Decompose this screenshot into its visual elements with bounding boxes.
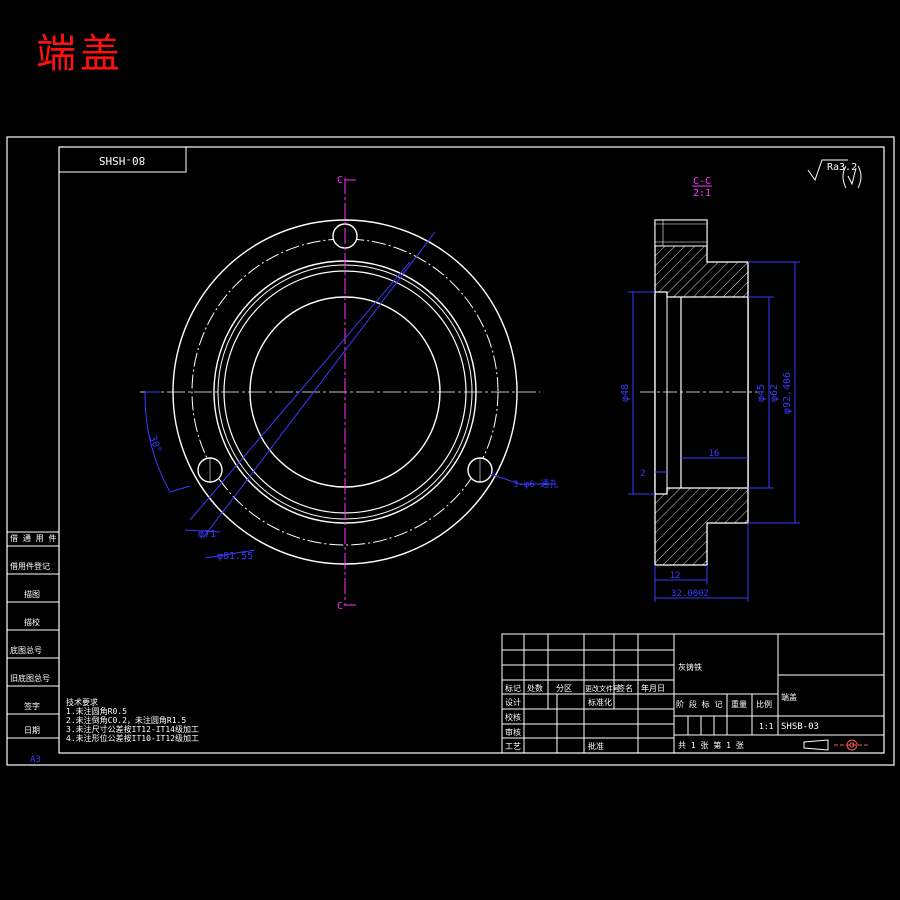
material: 灰铸铁 — [678, 662, 702, 672]
section-cut-line: C C — [337, 175, 356, 612]
dim-d48: φ48 — [620, 384, 631, 402]
dim-d62: φ62 — [769, 384, 780, 402]
front-dimensions — [144, 231, 556, 559]
role-process: 工艺 — [505, 742, 521, 751]
roughness-text: Ra3.2 — [827, 162, 857, 173]
note-1: 1.未注圆角R0.5 — [66, 706, 127, 716]
approve-label: 批准 — [588, 741, 604, 751]
front-view — [140, 219, 540, 565]
note-2: 2.未注倒角C0.2，未注圆角R1.5 — [66, 715, 186, 725]
scale-value: 1:1 — [759, 722, 774, 731]
outer-frame — [6, 136, 895, 766]
dim-holes: 3-φ6 通孔 — [513, 479, 558, 490]
dim-outer: φ81.55 — [217, 551, 253, 562]
rev-header-5: 年月日 — [641, 683, 665, 693]
dim-len2: 2 — [640, 469, 645, 479]
dim-len16: 16 — [709, 449, 720, 459]
stage-header: 阶 段 标 记 — [676, 699, 722, 709]
rev-header-4: 签名 — [617, 683, 633, 693]
drawing-number: SHSB-03 — [781, 722, 819, 732]
side-label-1: 旧底图总号 — [10, 673, 50, 683]
side-label-4: 日期 — [24, 726, 40, 735]
side-label-3: 签字 — [24, 701, 40, 711]
side-registration — [7, 531, 59, 739]
technical-notes: 技术要求 1.未注圆角R0.5 2.未注倒角C0.2，未注圆角R1.5 3.未注… — [66, 697, 199, 743]
code-box-text: 80-HSHS — [99, 154, 145, 167]
section-scale: 2:1 — [693, 188, 711, 199]
note-0: 技术要求 — [66, 697, 98, 707]
rev-header-1: 处数 — [527, 683, 543, 693]
dim-len12: 12 — [670, 571, 681, 581]
page-title: 端盖 — [36, 31, 124, 77]
side-label-2: 底图总号 — [10, 645, 42, 655]
rev-header-3: 更改文件号 — [585, 684, 620, 693]
dim-d45: φ45 — [756, 384, 767, 402]
side-label-6: 描校 — [24, 617, 40, 627]
projection-symbol — [803, 739, 870, 751]
section-name: C-C — [693, 176, 711, 187]
part-name: 端盖 — [781, 692, 797, 702]
side-label-7: 借 通 用 件 — [10, 533, 56, 543]
corner-mark: A3 — [30, 755, 41, 765]
inner-frame — [58, 146, 885, 754]
dim-angle: 30° — [147, 434, 164, 455]
rev-header-2: 分区 — [556, 684, 572, 693]
dim-pcd: φ71 — [198, 529, 216, 540]
dim-len32: 32.0002 — [671, 589, 709, 599]
section-view — [640, 219, 760, 566]
rev-header-0: 标记 — [505, 683, 521, 693]
cut-marker-bottom: C — [337, 601, 343, 612]
role-review: 审核 — [505, 727, 521, 737]
scale-header: 比例 — [756, 699, 772, 709]
note-4: 4.未注形位公差按IT10-IT12级加工 — [66, 733, 199, 743]
section-dimensions — [628, 261, 800, 602]
code-box — [58, 146, 187, 173]
title-block-grid — [501, 633, 885, 754]
note-3: 3.未注尺寸公差按IT12-IT14级加工 — [66, 724, 199, 734]
dim-d92: φ92.406 — [782, 372, 793, 414]
side-label-0: 借用件登记 — [10, 561, 50, 571]
std-label: 标准化 — [588, 697, 612, 707]
cut-marker-top: C — [337, 175, 343, 186]
role-check: 校核 — [505, 712, 521, 722]
roughness-symbol: Ra3.2 — [807, 159, 862, 189]
role-design: 设计 — [505, 697, 521, 707]
side-label-5: 描图 — [24, 589, 40, 599]
weight-header: 重量 — [731, 699, 747, 709]
sheet-info: 共 1 张 第 1 张 — [678, 740, 744, 750]
